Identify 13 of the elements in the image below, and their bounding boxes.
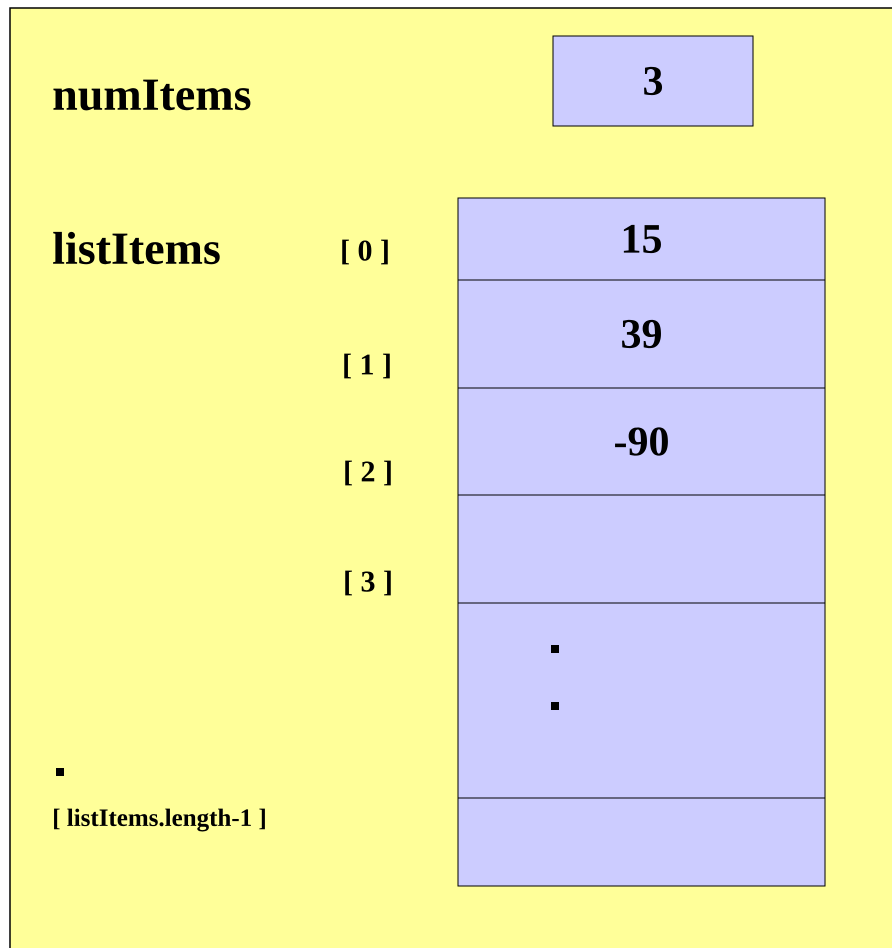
variable-name: numItems [53,80,250,110]
index-label: [ listItems.length-1 ] [54,808,265,832]
variable-name: listItems [53,232,220,264]
index-label: [ 0 ] [342,240,388,264]
value-cell: 39 [458,280,826,388]
index-label: [ 2 ] [345,460,391,486]
index-label: [ 1 ] [344,354,390,378]
index-label: [ 3 ] [345,570,391,596]
value-box: 3 [552,36,754,126]
value-cell: -90 [458,388,826,496]
value-cell: 15 [458,198,826,280]
empty-cell [458,798,826,886]
empty-cell [458,494,826,604]
